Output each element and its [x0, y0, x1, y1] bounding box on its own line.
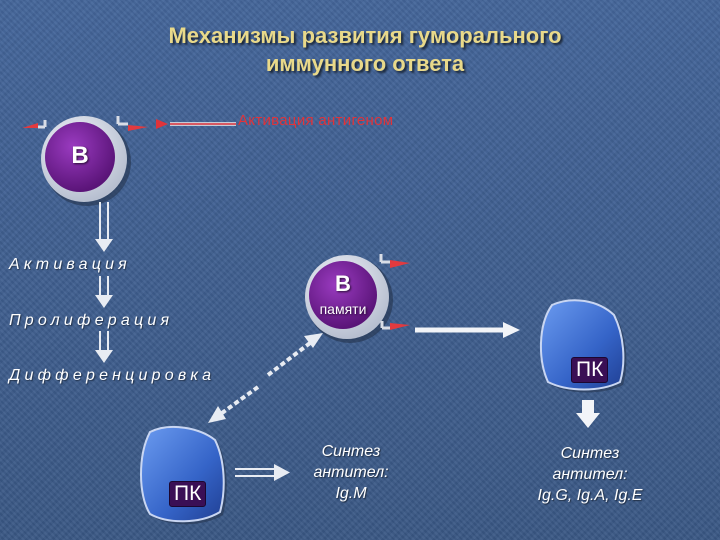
activation-arrow [95, 202, 113, 252]
synthesis-igg-line2: антител: [552, 466, 628, 483]
plasma-cell-1-label: ПК [169, 481, 207, 507]
proliferation-arrow [95, 276, 113, 308]
b-cell-receptor-left [22, 120, 47, 129]
differentiation-arrow [95, 331, 113, 363]
proliferation-label: Пролиферация [9, 312, 174, 329]
b-cell-receptor-right [116, 116, 148, 131]
to-memory-cell-arrow [266, 333, 323, 377]
synthesis-igg-line1: Синтез [560, 445, 620, 462]
synthesis-arrow-2 [576, 400, 600, 428]
plasma-cell-1 [140, 425, 227, 525]
synthesis-igm-line1: Синтез [321, 443, 381, 460]
synthesis-arrow-1 [235, 464, 290, 481]
title-line-1: Механизмы развития гуморального [168, 23, 562, 48]
b-cell-label: В [71, 142, 89, 169]
memory-receptor-bottom [380, 321, 410, 330]
memory-b-sublabel: памяти [319, 301, 367, 317]
memory-b-label: В [335, 271, 351, 296]
synthesis-igg-iga-ige: Синтез антител: Ig.G, Ig.A, Ig.E [520, 443, 660, 506]
activation-label: Активация [9, 256, 131, 273]
antigen-activation-label: Активация антигеном [238, 112, 394, 129]
synthesis-igg-line3: Ig.G, Ig.A, Ig.E [537, 487, 643, 504]
to-plasma-cell-arrow [208, 385, 260, 423]
differentiation-label: Дифференцировка [9, 367, 216, 384]
b-cell [41, 116, 131, 206]
synthesis-igm-line3: Ig.M [335, 485, 367, 502]
memory-receptor-top [379, 254, 410, 268]
synthesis-igm-line2: антител: [313, 464, 389, 481]
synthesis-igm: Синтез антител: Ig.M [296, 441, 406, 504]
memory-to-plasma-arrow [415, 322, 520, 338]
title-line-2: иммунного ответа [265, 51, 465, 76]
plasma-cell-2-label: ПК [571, 357, 609, 383]
memory-b-cell [305, 255, 393, 343]
antigen-arrow [156, 119, 236, 129]
